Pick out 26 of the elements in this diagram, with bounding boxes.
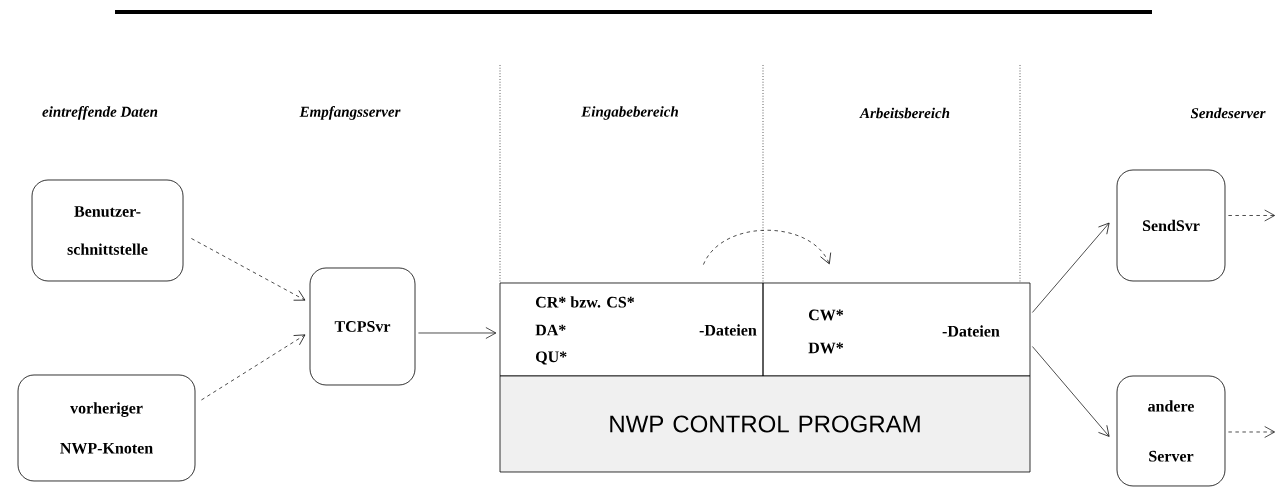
server-box: Benutzer- schnittstelle bbox=[31, 179, 184, 282]
file-name: -Dateien bbox=[699, 324, 757, 336]
server-box: TCPSvr bbox=[309, 267, 416, 386]
column-heading: eintreffende Daten bbox=[42, 106, 158, 120]
arrow bbox=[191, 238, 306, 301]
arrow bbox=[418, 327, 497, 339]
server-box: andere Server bbox=[1116, 375, 1226, 487]
file-name: DW* bbox=[808, 342, 844, 354]
server-box: vorheriger NWP-Knoten bbox=[17, 374, 196, 482]
column-heading: Eingabebereich bbox=[581, 106, 678, 120]
arrow bbox=[201, 334, 306, 401]
file-name: DA* bbox=[535, 324, 566, 336]
arrow bbox=[1032, 346, 1110, 437]
column-heading: Sendeserver bbox=[1190, 107, 1266, 119]
file-name: -Dateien bbox=[942, 325, 1000, 337]
arrow bbox=[1228, 209, 1276, 222]
file-name: CW* bbox=[809, 309, 844, 321]
column-heading: Empfangsserver bbox=[299, 106, 401, 120]
file-name: CR* bzw. CS* bbox=[536, 296, 635, 308]
arrow bbox=[1228, 426, 1276, 438]
arrow bbox=[1032, 222, 1110, 313]
server-box: SendSvr bbox=[1116, 169, 1226, 282]
program-box: NWP CONTROL PROGRAM bbox=[499, 375, 1031, 473]
file-name: QU* bbox=[536, 351, 567, 365]
arrow bbox=[703, 229, 832, 265]
column-heading: Arbeitsbereich bbox=[859, 107, 950, 119]
